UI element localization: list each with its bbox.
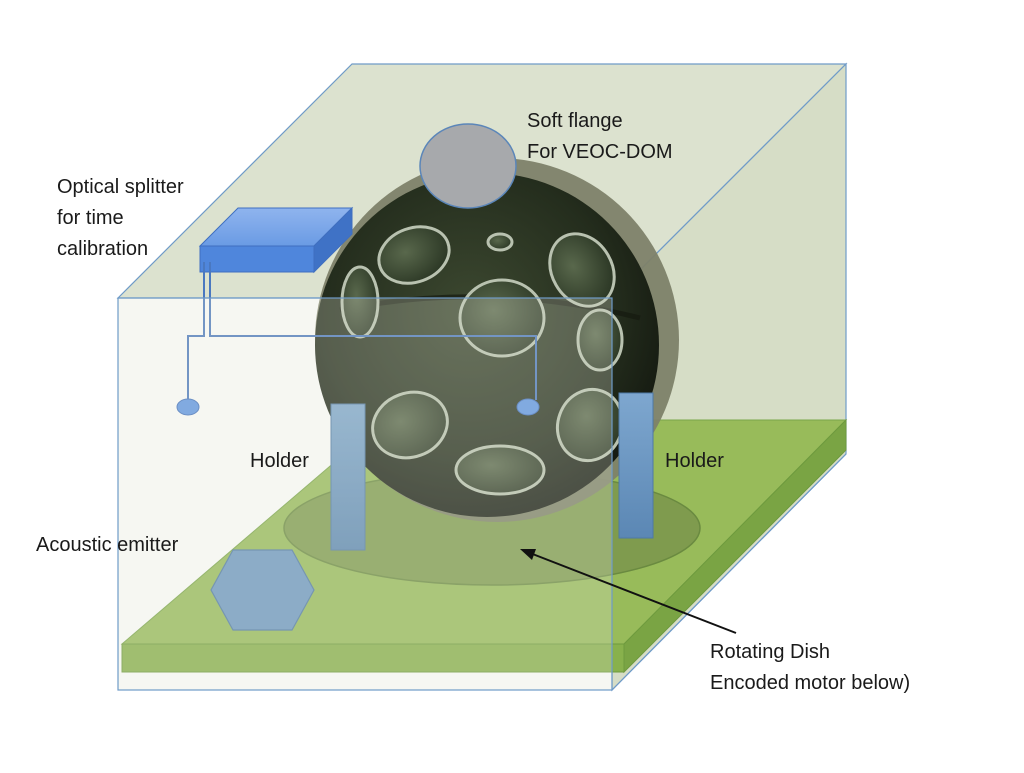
optical-splitter-label-line1: Optical splitter (57, 176, 184, 198)
box-front-face (117, 297, 613, 691)
rotating-dish-label: Rotating Dish Encoded motor below) (710, 637, 910, 699)
optical-splitter-label-line3: calibration (57, 238, 149, 260)
fiber-right (209, 262, 537, 400)
soft-flange (419, 123, 517, 209)
fiber-end-left (176, 398, 200, 416)
rotating-dish-arrow (520, 549, 737, 634)
pmt-window (548, 232, 616, 308)
fiber-end-right (516, 398, 540, 416)
holder-right-label: Holder (665, 450, 724, 472)
pmt-window (454, 444, 546, 496)
holder-left-label: Holder (250, 450, 309, 472)
acoustic-emitter-label: Acoustic emitter (36, 534, 179, 556)
pmt-window (576, 308, 624, 372)
box-edge (611, 453, 847, 691)
holder-right (618, 392, 654, 539)
optical-module-sphere (315, 123, 679, 522)
holder-left (330, 403, 366, 551)
fiber-left (187, 262, 205, 400)
soft-flange-label-line1: Soft flange (527, 110, 623, 132)
soft-flange-label: Soft flange For VEOC-DOM (527, 106, 673, 168)
optical-splitter-label-line2: for time (57, 207, 124, 229)
splitter-front (199, 245, 315, 273)
pmt-window (371, 390, 449, 460)
acoustic-emitter (210, 549, 315, 631)
pmt-window (377, 225, 451, 285)
soft-flange-label-line2: For VEOC-DOM (527, 141, 673, 163)
rotating-dish-label-line1: Rotating Dish (710, 641, 831, 663)
pmt-window (486, 232, 514, 252)
floor-right-side (623, 418, 847, 674)
optical-splitter (198, 206, 354, 274)
optical-fibers (187, 262, 537, 400)
rotating-dish-label-line2: Encoded motor below) (710, 672, 911, 694)
optical-splitter-label: Optical splitter for time calibration (57, 172, 184, 265)
splitter-side (313, 206, 353, 274)
